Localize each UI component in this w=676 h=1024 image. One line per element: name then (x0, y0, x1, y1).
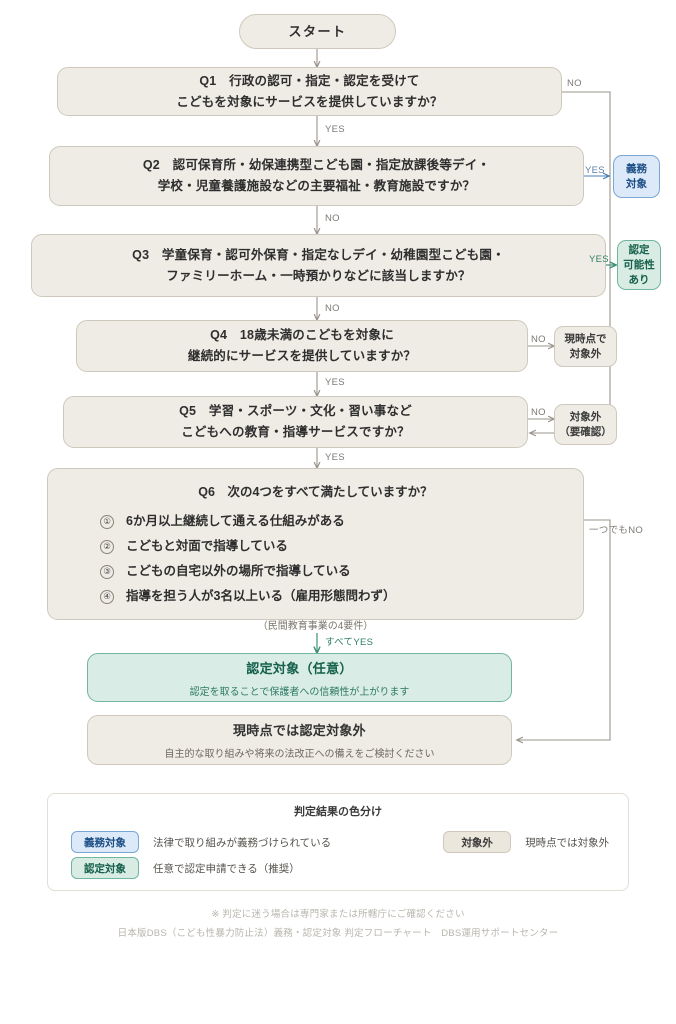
result-out-check-line1: 対象外 (569, 410, 602, 423)
q3-line1: Q3 学童保育・認可外保育・指定なしデイ・幼稚園型こども園・ (132, 247, 505, 262)
q4-line1: Q4 18歳未満のこどもを対象に (210, 328, 394, 342)
q6-number-3: ③ (100, 564, 114, 579)
outcome-certified-subtitle: 認定を取ることで保護者への信頼性が上がります (189, 686, 410, 698)
node-q6: Q6 次の4つをすべて満たしていますか？ ① 6か月以上継続して通える仕組みがあ… (47, 468, 584, 632)
edge-label-q5-no: NO (531, 407, 546, 418)
footer-title: 日本版DBS（こども性暴力防止法）義務・認定対象 判定フローチャート DBS運用… (117, 928, 559, 939)
q6-number-4: ④ (100, 589, 114, 604)
result-certifiable-line3: あり (628, 273, 650, 286)
edge-label-q1-no: NO (567, 78, 582, 89)
node-q4: Q4 18歳未満のこどもを対象に 継続的にサービスを提供していますか？ (76, 320, 528, 372)
q1-line1: Q1 行政の認可・指定・認定を受けて (199, 73, 420, 88)
legend-rows: 義務対象 法律で取り組みが義務づけられている 対象外 現時点では対象外 認定対象… (48, 829, 628, 881)
node-start: スタート (239, 14, 396, 49)
legend-desc-certified: 任意で認定申請できる（推奨） (153, 862, 300, 875)
result-out-now: 現時点で 対象外 (554, 326, 617, 367)
q6-title: Q6 次の4つをすべて満たしていますか？ (198, 485, 433, 499)
outcome-not-target-title: 現時点では認定対象外 (232, 723, 366, 738)
q3-line2: ファミリーホーム・一時預かりなどに該当しますか？ (166, 268, 471, 283)
legend-title: 判定結果の色分け (294, 806, 382, 818)
legend-row-2: 認定対象 任意で認定申請できる（推奨） (71, 855, 628, 881)
q6-note: （民間教育事業の4要件） (257, 621, 374, 632)
outcome-not-target: 現時点では認定対象外 自主的な取り組みや将来の法改正への備えをご検討ください (87, 715, 512, 765)
node-q5: Q5 学習・スポーツ・文化・習い事など こどもへの教育・指導サービスですか？ (63, 396, 528, 448)
q6-text-2: こどもと対面で指導している (126, 539, 288, 553)
edge-label-q4-yes: YES (325, 377, 345, 388)
q6-requirement-list: ① 6か月以上継続して通える仕組みがある ② こどもと対面で指導している ③ こ… (100, 509, 583, 609)
legend-row-1: 義務対象 法律で取り組みが義務づけられている 対象外 現時点では対象外 (71, 829, 628, 855)
q6-text-1: 6か月以上継続して通える仕組みがある (126, 514, 345, 528)
edge-label-q3-yes: YES (589, 254, 609, 265)
edge-label-q2-yes: YES (585, 165, 605, 176)
legend-chip-certified: 認定対象 (71, 857, 139, 879)
q5-line1: Q5 学習・スポーツ・文化・習い事など (179, 404, 412, 418)
legend-chip-out: 対象外 (443, 831, 512, 853)
q2-line1: Q2 認可保育所・幼保連携型こども園・指定放課後等デイ・ (142, 158, 491, 172)
q6-item-3: ③ こどもの自宅以外の場所で指導している (100, 559, 583, 584)
edge-label-q4-no: NO (531, 334, 546, 345)
edge-label-q1-yes: YES (325, 124, 345, 135)
footer-note: ※ 判定に迷う場合は専門家または所轄庁にご確認ください (211, 909, 465, 920)
q6-text-4: 指導を担う人が3名以上いる（雇用形態問わず） (126, 589, 396, 603)
edge-label-q5-yes: YES (325, 452, 345, 463)
q4-line2: 継続的にサービスを提供していますか？ (187, 349, 417, 363)
outcome-certified-title: 認定対象（任意） (246, 660, 353, 676)
legend-panel: 判定結果の色分け 義務対象 法律で取り組みが義務づけられている 対象外 現時点で… (47, 793, 629, 891)
outcome-certified: 認定対象（任意） 認定を取ることで保護者への信頼性が上がります (87, 653, 512, 702)
edge-label-q6-all-yes: すべてYES (325, 637, 374, 648)
q2-line2: 学校・児童養護施設などの主要福祉・教育施設ですか？ (157, 179, 476, 193)
edge-label-q3-no: NO (325, 303, 340, 314)
edge-label-q2-no: NO (325, 213, 340, 224)
node-q2: Q2 認可保育所・幼保連携型こども園・指定放課後等デイ・ 学校・児童養護施設など… (49, 146, 584, 206)
edge-label-q6-any-no: 一つでもNO (589, 525, 644, 536)
legend-desc-obligation: 法律で取り組みが義務づけられている (153, 836, 332, 849)
result-out-now-line2: 対象外 (569, 347, 602, 360)
result-obligation-line2: 対象 (626, 177, 647, 190)
q6-number-2: ② (100, 539, 114, 554)
result-out-check: 対象外 （要確認） (554, 404, 617, 445)
q5-line2: こどもへの教育・指導サービスですか？ (181, 425, 410, 439)
result-certifiable-line2: 可能性 (623, 258, 655, 271)
q6-item-2: ② こどもと対面で指導している (100, 534, 583, 559)
q6-text-3: こどもの自宅以外の場所で指導している (126, 564, 351, 578)
result-out-now-line1: 現時点で (564, 332, 607, 345)
result-obligation-line1: 義務 (626, 162, 647, 175)
result-certifiable-line1: 認定 (628, 243, 650, 256)
node-q3: Q3 学童保育・認可外保育・指定なしデイ・幼稚園型こども園・ ファミリーホーム・… (31, 234, 606, 297)
result-obligation: 義務 対象 (613, 155, 660, 198)
result-out-check-line2: （要確認） (559, 425, 612, 438)
q6-item-4: ④ 指導を担う人が3名以上いる（雇用形態問わず） (100, 584, 583, 609)
legend-chip-obligation: 義務対象 (71, 831, 139, 853)
legend-desc-out: 現時点では対象外 (525, 836, 610, 849)
outcome-not-target-subtitle: 自主的な取り組みや将来の法改正への備えをご検討ください (164, 749, 435, 760)
result-certifiable: 認定 可能性 あり (617, 240, 661, 290)
q6-item-1: ① 6か月以上継続して通える仕組みがある (100, 509, 583, 534)
q1-line2: こどもを対象にサービスを提供していますか？ (176, 94, 443, 109)
node-q1: Q1 行政の認可・指定・認定を受けて こどもを対象にサービスを提供していますか？ (57, 67, 562, 116)
q6-number-1: ① (100, 514, 114, 529)
start-label: スタート (288, 24, 347, 39)
